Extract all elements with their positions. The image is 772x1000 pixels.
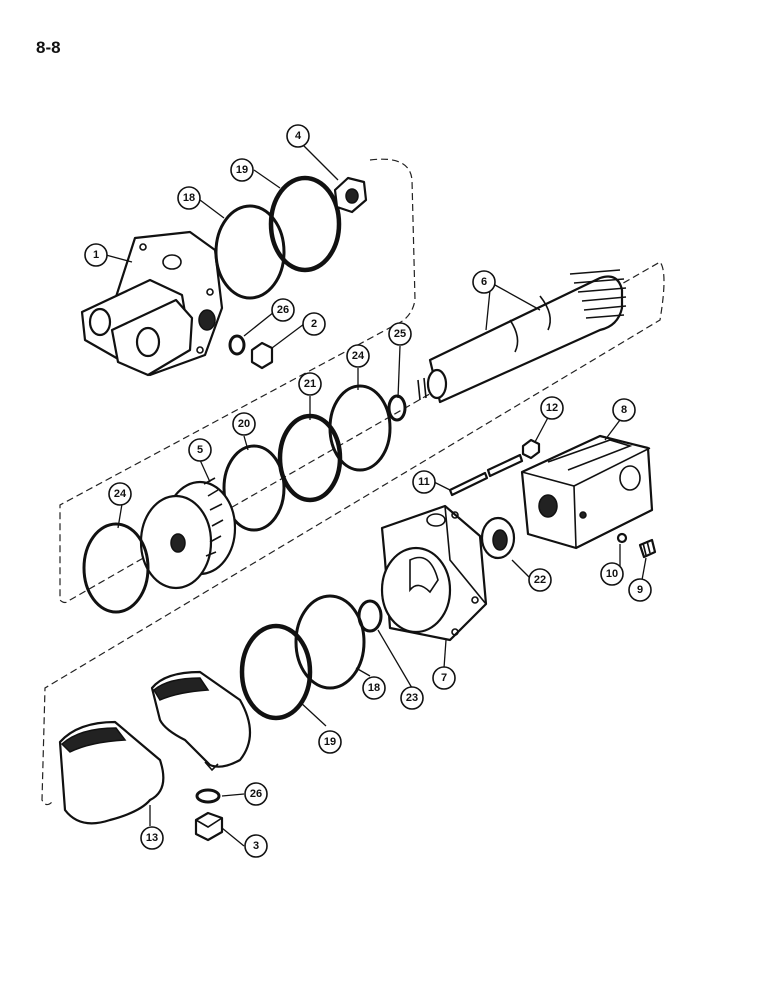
callout-10: 10 <box>600 562 624 586</box>
callout-label: 26 <box>277 304 289 316</box>
callout-26-upper: 26 <box>271 298 295 322</box>
part-rod-end-cap <box>380 504 488 642</box>
callout-5: 5 <box>188 438 212 462</box>
callout-6: 6 <box>472 270 496 294</box>
callout-label: 19 <box>324 736 336 748</box>
callout-18-upper: 18 <box>177 186 201 210</box>
o-ring-21 <box>277 413 343 503</box>
part-valve-block <box>520 434 654 550</box>
part-piston-rod <box>417 269 627 404</box>
callout-label: 26 <box>250 788 262 800</box>
callout-label: 23 <box>406 692 418 704</box>
part-stud <box>448 453 524 497</box>
o-ring-19-lower <box>239 623 313 721</box>
callout-label: 4 <box>295 130 302 142</box>
callout-20: 20 <box>232 412 256 436</box>
callout-19-lower: 19 <box>318 730 342 754</box>
callout-label: 1 <box>93 249 99 261</box>
callout-24-lower: 24 <box>108 482 132 506</box>
callout-11: 11 <box>412 470 436 494</box>
callout-4: 4 <box>286 124 310 148</box>
callout-23: 23 <box>400 686 424 710</box>
part-ball <box>616 532 628 544</box>
callout-label: 6 <box>481 276 487 288</box>
page-number: 8-8 <box>36 38 61 57</box>
part-plug-lower <box>194 811 224 842</box>
callout-1: 1 <box>84 243 108 267</box>
part-set-screw <box>638 538 657 559</box>
callout-label: 5 <box>197 444 203 456</box>
o-ring-25 <box>387 394 407 422</box>
callout-3: 3 <box>244 834 268 858</box>
backup-ring-24-lower <box>82 522 150 614</box>
callout-7: 7 <box>432 666 456 690</box>
callout-label: 13 <box>146 832 158 844</box>
seal-ring-18-lower <box>294 594 366 690</box>
o-ring-26-upper <box>228 334 246 356</box>
part-clevis-end-cap <box>80 230 224 377</box>
callout-label: 18 <box>368 682 380 694</box>
seal-ring-18-upper <box>214 204 286 300</box>
callout-label: 7 <box>441 672 447 684</box>
callout-label: 24 <box>114 488 127 500</box>
part-nut <box>333 176 368 214</box>
seal-ring-20 <box>222 444 286 532</box>
callout-label: 25 <box>394 328 406 340</box>
callout-label: 18 <box>183 192 195 204</box>
callout-19-upper: 19 <box>230 158 254 182</box>
callout-12: 12 <box>540 396 564 420</box>
callout-label: 20 <box>238 418 250 430</box>
callout-13: 13 <box>140 826 164 850</box>
callout-label: 3 <box>253 840 259 852</box>
callout-2: 2 <box>302 312 326 336</box>
o-ring-19-upper <box>268 175 342 273</box>
callout-label: 19 <box>236 164 248 176</box>
callout-label: 2 <box>311 318 317 330</box>
callout-26-lower: 26 <box>244 782 268 806</box>
callout-label: 8 <box>621 404 627 416</box>
callout-label: 24 <box>352 350 365 362</box>
assembly-boundary-lines <box>41 158 665 806</box>
callout-21: 21 <box>298 372 322 396</box>
callout-18-lower: 18 <box>362 676 386 700</box>
part-bushing <box>480 516 516 560</box>
callout-24-upper: 24 <box>346 344 370 368</box>
callout-label: 22 <box>534 574 546 586</box>
part-piston <box>139 477 237 590</box>
part-plug-upper <box>250 341 274 370</box>
o-ring-26-lower <box>195 788 221 804</box>
callout-8: 8 <box>612 398 636 422</box>
callout-9: 9 <box>628 578 652 602</box>
part-small-nut <box>521 438 541 460</box>
callout-label: 21 <box>304 378 316 390</box>
callout-label: 11 <box>418 476 430 488</box>
part-cylinder-barrel <box>58 670 251 825</box>
callout-label: 10 <box>606 568 618 580</box>
callout-label: 9 <box>637 584 643 596</box>
callout-label: 12 <box>546 402 558 414</box>
callout-22: 22 <box>528 568 552 592</box>
callout-25: 25 <box>388 322 412 346</box>
